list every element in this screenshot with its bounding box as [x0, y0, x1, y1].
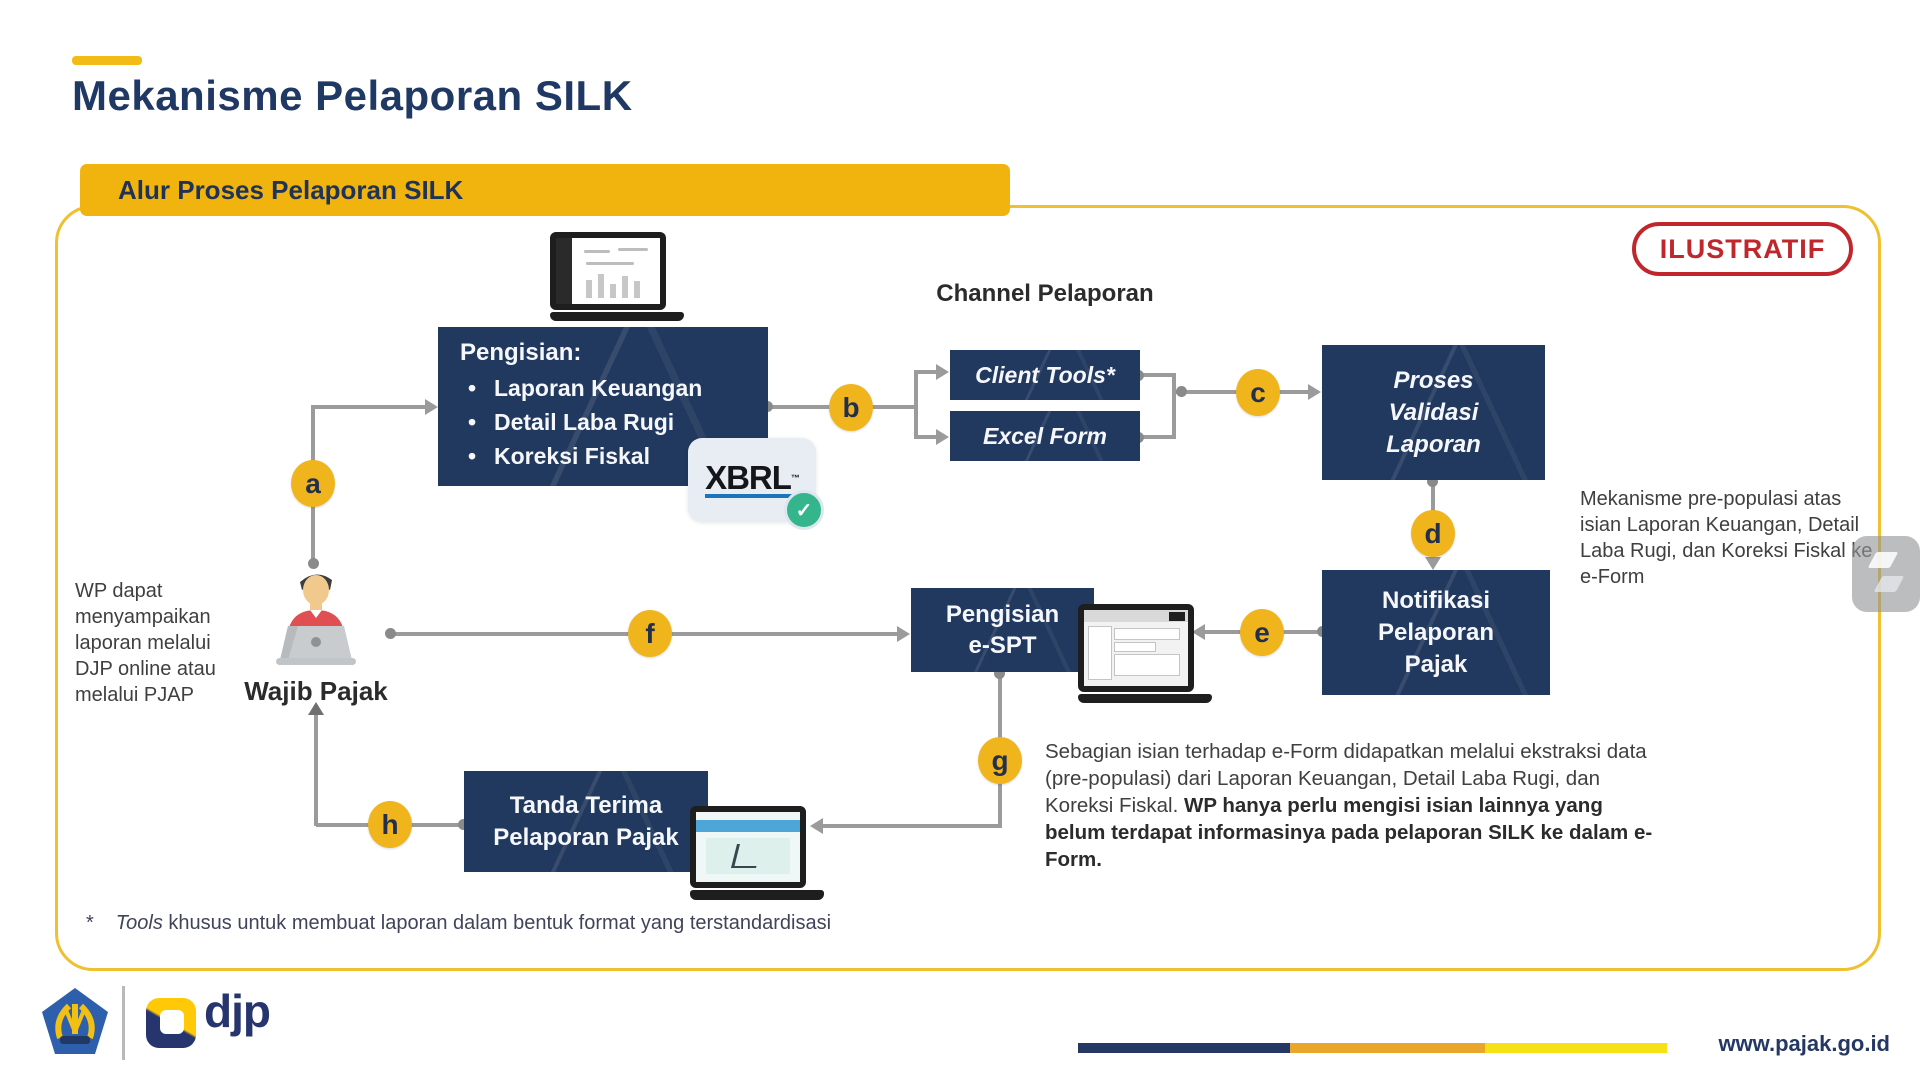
box-tanda-terima: Tanda Terima Pelaporan Pajak	[464, 771, 708, 872]
connector-g-dot	[994, 668, 1005, 679]
connector-c-merge-bottom	[1140, 435, 1176, 439]
note-right: Mekanisme pre-populasi atas isian Lapora…	[1580, 488, 1873, 588]
box-pengisian-espt: Pengisian e-SPT	[911, 588, 1094, 672]
channel-pelaporan-header: Channel Pelaporan	[936, 280, 1154, 307]
xbrl-label: XBRL™	[705, 458, 800, 498]
pengisian-item-laporan-keuangan: Laporan Keuangan	[460, 371, 702, 405]
laptop-report-screen	[550, 232, 666, 310]
connector-c-merge-top	[1140, 373, 1176, 377]
step-circle-h: h	[368, 801, 412, 848]
connector-e-arrowhead	[1192, 624, 1205, 640]
box-proses-validasi: Proses Validasi Laporan	[1322, 345, 1545, 480]
footnote-text: khusus untuk membuat laporan dalam bentu…	[162, 912, 832, 934]
connector-h-vertical	[314, 714, 318, 826]
box-excel-form: Excel Form	[950, 411, 1140, 461]
footnote-tools-word: Tools	[115, 912, 163, 934]
section-banner-label: Alur Proses Pelaporan SILK	[118, 174, 464, 205]
laptop-report-icon	[550, 232, 684, 321]
laptop-tanda-terima-screen	[690, 806, 806, 888]
step-circle-b: b	[829, 384, 873, 431]
xbrl-badge: XBRL™ ✓	[688, 438, 824, 530]
laptop-tanda-terima-icon	[690, 806, 824, 900]
footer-bar-yellow	[1485, 1043, 1667, 1053]
note-bottom-regular: Sebagian isian terhadap e-Form didapatka…	[1045, 740, 1647, 817]
connector-e-dot	[1317, 626, 1328, 637]
connector-c-arrowhead	[1308, 384, 1321, 400]
connector-b-branch-bottom	[914, 435, 938, 439]
footnote-asterisk: *	[86, 912, 94, 934]
pengisian-item-koreksi-fiskal: Koreksi Fiskal	[460, 439, 702, 473]
ilustratif-label: ILUSTRATIF	[1659, 233, 1826, 264]
note-bottom-bold: WP hanya perlu mengisi isian lainnya yan…	[1045, 794, 1653, 871]
step-circle-c: c	[1236, 369, 1280, 416]
title-accent-dash	[72, 56, 142, 65]
taxpayer-icon	[272, 568, 360, 668]
connector-a-arrowhead	[425, 399, 438, 415]
connector-a-dot	[308, 558, 319, 569]
section-banner: Alur Proses Pelaporan SILK	[80, 164, 1010, 216]
page-title: Mekanisme Pelaporan SILK	[72, 72, 633, 119]
xbrl-check-icon: ✓	[784, 490, 824, 530]
note-left: WP dapat menyampaikan laporan melalui DJ…	[75, 580, 216, 706]
connector-b-arrowhead-top	[936, 364, 949, 380]
connector-b-arrowhead-bottom	[936, 429, 949, 445]
footer-divider	[122, 986, 125, 1060]
step-circle-a: a	[291, 460, 335, 507]
djp-logo-text: djp	[204, 985, 271, 1037]
step-circle-g: g	[978, 737, 1022, 784]
connector-c-merge-vertical	[1172, 373, 1176, 439]
connector-c-junction-dot	[1176, 386, 1187, 397]
step-circle-f: f	[628, 610, 672, 657]
footer-bar-gold	[1290, 1043, 1485, 1053]
connector-a-horizontal	[311, 405, 425, 409]
connector-h-dot	[458, 819, 469, 830]
actor-label: Wajib Pajak	[244, 676, 388, 706]
website-url: www.pajak.go.id	[1718, 1031, 1890, 1056]
djp-logo-icon	[146, 998, 196, 1048]
box-notifikasi: Notifikasi Pelaporan Pajak	[1322, 570, 1550, 695]
pengisian-heading: Pengisian:	[460, 339, 582, 366]
connector-g-arrowhead	[810, 818, 823, 834]
connector-b-dot	[762, 401, 773, 412]
connector-f-dot	[385, 628, 396, 639]
pengisian-list: Laporan Keuangan Detail Laba Rugi Koreks…	[460, 371, 702, 473]
box-client-tools: Client Tools*	[950, 350, 1140, 400]
pengisian-item-detail-laba-rugi: Detail Laba Rugi	[460, 405, 702, 439]
connector-b-branch-top	[914, 370, 938, 374]
connector-d-dot	[1427, 476, 1438, 487]
note-bottom: Sebagian isian terhadap e-Form didapatka…	[1045, 738, 1655, 873]
step-circle-d: d	[1411, 510, 1455, 557]
screen-overlay-tool-icon[interactable]	[1852, 536, 1920, 612]
footer-bar-navy	[1078, 1043, 1290, 1053]
laptop-espt-screen	[1078, 604, 1194, 692]
kemenkeu-logo	[40, 986, 110, 1063]
laptop-espt-icon	[1078, 604, 1212, 703]
connector-h-arrowhead	[308, 702, 324, 715]
connector-g-horizontal	[822, 824, 1002, 828]
connector-d-arrowhead	[1425, 557, 1441, 570]
ilustratif-badge: ILUSTRATIF	[1632, 222, 1853, 276]
step-circle-e: e	[1240, 609, 1284, 656]
connector-b-fork-vertical	[914, 370, 918, 439]
footnote: * Tools khusus untuk membuat laporan dala…	[86, 912, 831, 935]
connector-f-arrowhead	[897, 626, 910, 642]
